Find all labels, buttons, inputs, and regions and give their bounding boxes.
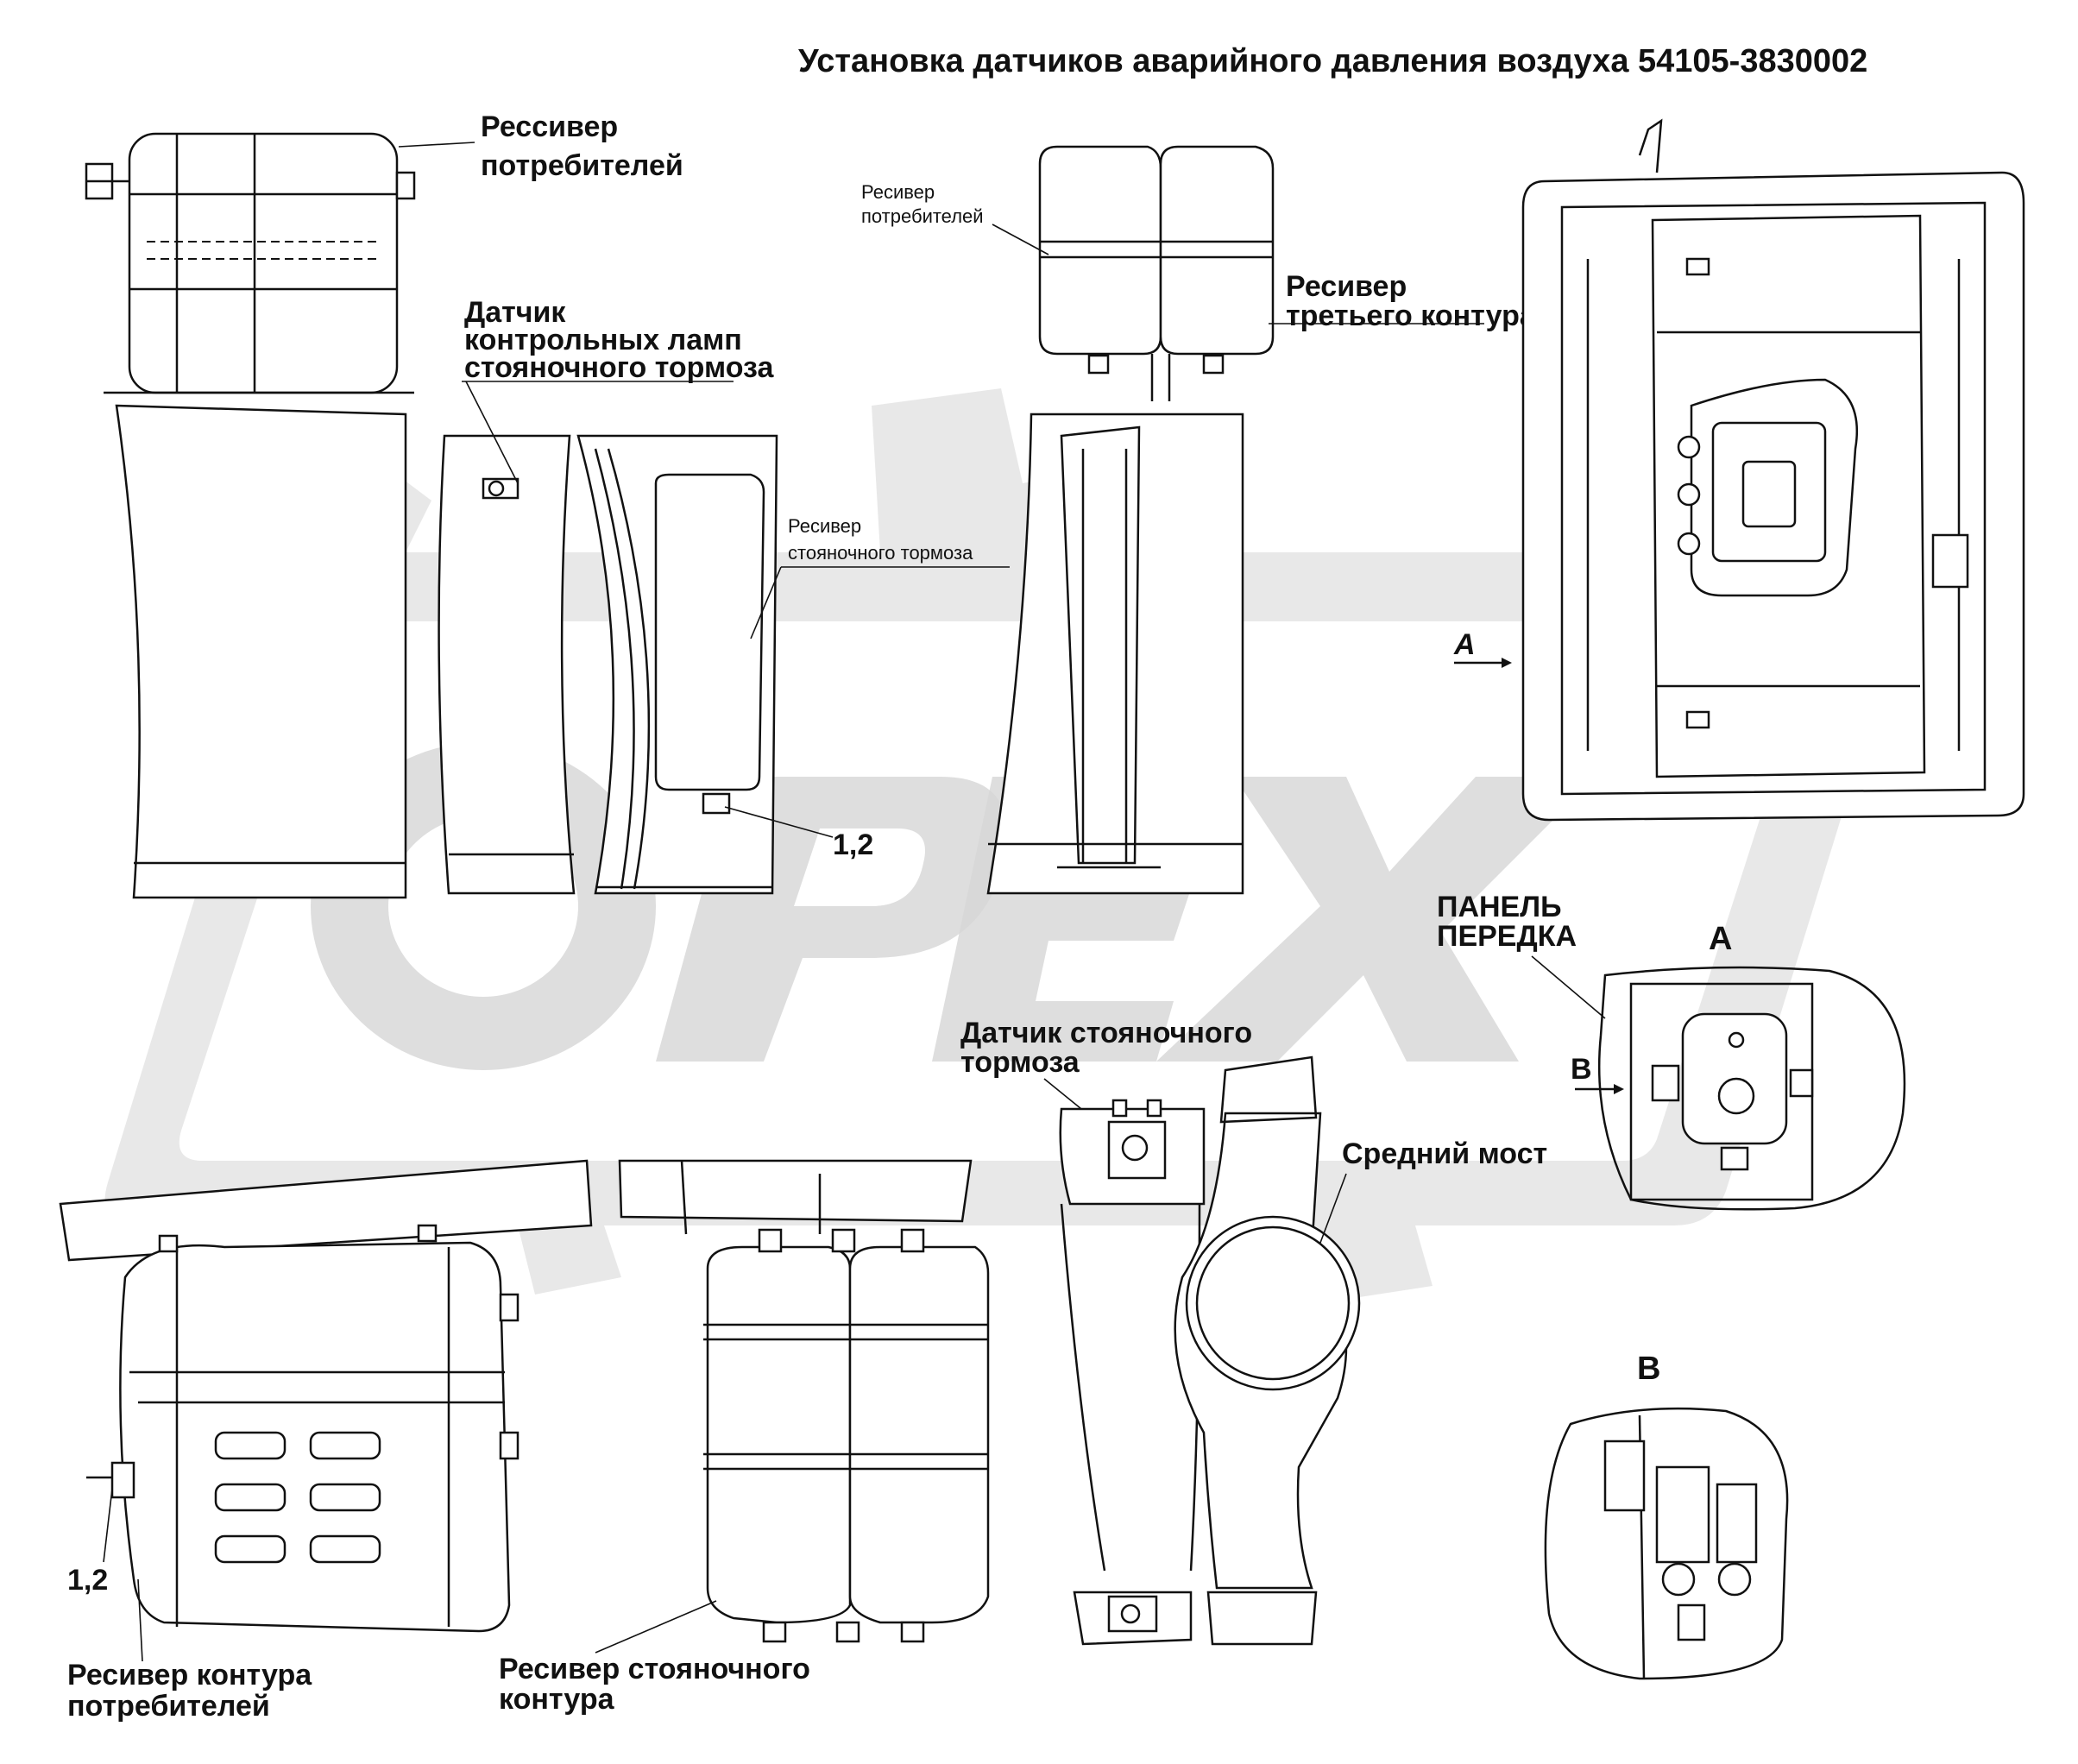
- label-parking-circuit-receiver-1: Ресивер стояночного: [499, 1653, 810, 1685]
- parking-circuit-receiver-drawing: [618, 1159, 990, 1643]
- top-left-receiver-drawing: [85, 132, 416, 899]
- cab-top-view-drawing: [1521, 118, 2025, 822]
- leader-consumers-receiver-small: [992, 224, 1049, 255]
- label-consumers-circuit-receiver-1: Ресивер контура: [67, 1659, 312, 1692]
- label-parking-circuit-receiver-2: контура: [499, 1683, 615, 1716]
- label-consumers-receiver-small-2: потребителей: [861, 205, 984, 227]
- label-parking-brake-receiver-small-2: стояночного тормоза: [788, 542, 973, 564]
- label-parking-lamp-sensor-3: стояночного тормоза: [464, 351, 774, 384]
- leader-consumers-circuit-receiver: [137, 1578, 143, 1662]
- leader-top-left-receiver: [398, 142, 475, 148]
- view-a-detail-drawing: [1597, 966, 1906, 1211]
- label-view-b-title: В: [1637, 1351, 1660, 1387]
- label-arrow-a-cab: А: [1453, 628, 1476, 661]
- double-receiver-drawing: [986, 145, 1275, 895]
- leader-parking-lamp-sensor: [465, 381, 519, 484]
- label-part-num-bottom: 1,2: [67, 1564, 108, 1597]
- label-parking-brake-receiver-small-1: Ресивер: [788, 515, 861, 537]
- label-third-circuit-receiver-2: третьего контура: [1286, 299, 1537, 332]
- label-view-a-title: А: [1709, 921, 1732, 957]
- label-middle-axle: Средний мост: [1342, 1137, 1547, 1170]
- leader-front-panel: [1531, 955, 1606, 1019]
- view-b-detail-drawing: [1544, 1407, 1789, 1680]
- label-third-circuit-receiver-1: Ресивер: [1286, 270, 1407, 303]
- label-parking-brake-sensor-2: тормоза: [960, 1046, 1080, 1079]
- label-arrow-b: В: [1571, 1053, 1592, 1086]
- label-top-left-receiver-2: потребителей: [481, 149, 683, 182]
- consumers-circuit-receiver-drawing: [59, 1159, 593, 1633]
- leader-middle-axle: [1319, 1173, 1347, 1244]
- leader-parking-circuit-receiver: [595, 1600, 717, 1654]
- arrow-a-cab-head: [1502, 658, 1512, 668]
- label-parking-lamp-sensor-1: Датчик: [464, 296, 566, 329]
- watermark-logo: [104, 388, 1912, 1303]
- label-front-panel-2: ПЕРЕДКА: [1437, 920, 1577, 953]
- leader-parking-brake-receiver-small-diag: [750, 566, 782, 639]
- arrow-b-head: [1614, 1084, 1624, 1094]
- label-consumers-receiver-small-1: Ресивер: [861, 181, 935, 203]
- label-part-num-top: 1,2: [833, 828, 873, 861]
- parking-receiver-drawing: [438, 434, 778, 895]
- diagram-title: Установка датчиков аварийного давления в…: [798, 43, 1867, 79]
- label-top-left-receiver-1: Рессивер: [481, 110, 618, 143]
- leader-part-num-bottom: [103, 1488, 113, 1563]
- label-parking-lamp-sensor-2: контрольных ламп: [464, 324, 742, 356]
- leader-part-num-top: [724, 806, 834, 838]
- label-front-panel-1: ПАНЕЛЬ: [1437, 891, 1562, 923]
- label-consumers-circuit-receiver-2: потребителей: [67, 1690, 270, 1723]
- middle-axle-drawing: [1059, 1055, 1361, 1646]
- label-parking-brake-sensor-1: Датчик стояночного: [960, 1017, 1252, 1049]
